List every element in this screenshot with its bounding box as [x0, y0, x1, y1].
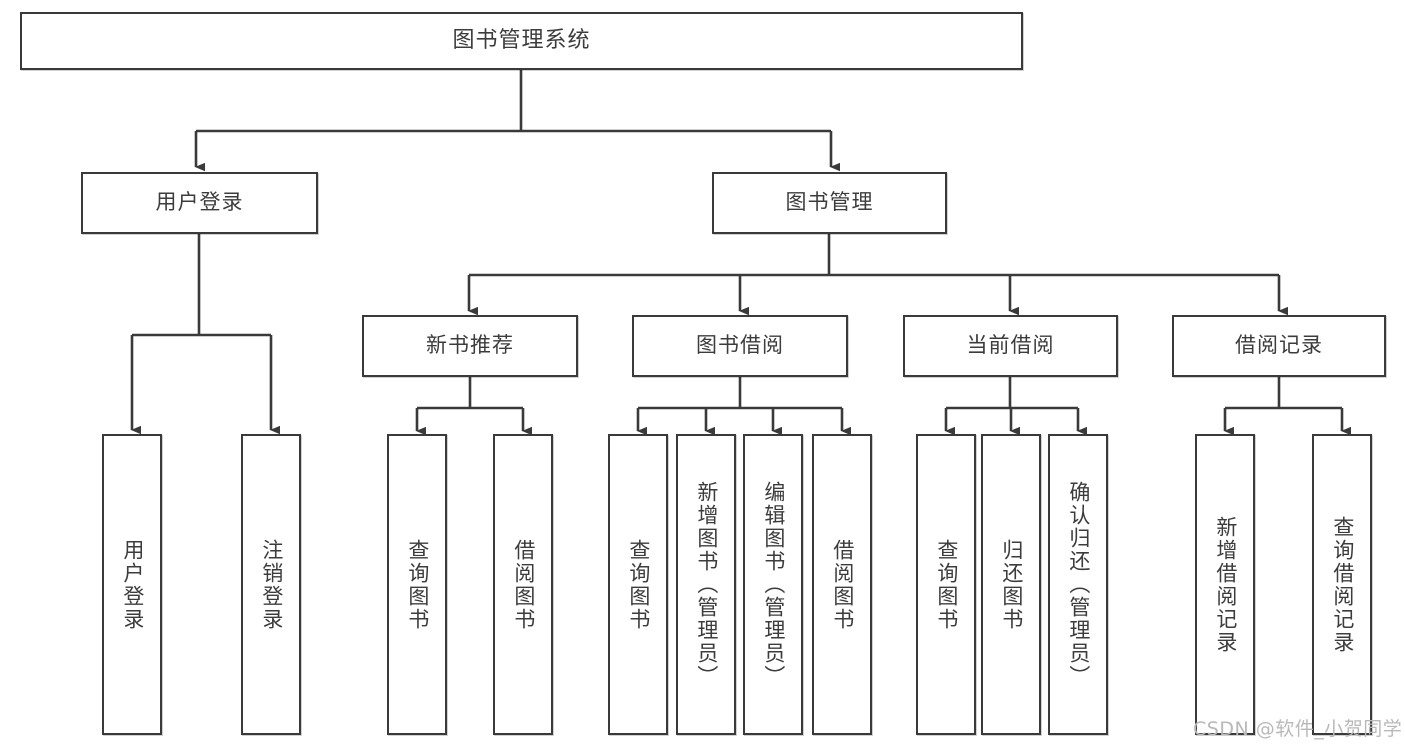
leaf-user-login[interactable]: 用户登录	[102, 434, 162, 735]
node-label: 注销登录	[259, 538, 284, 631]
node-label: 借阅图书	[511, 538, 536, 631]
node-label: 查询借阅记录	[1330, 515, 1355, 654]
node-root-book-management-system[interactable]: 图书管理系统	[20, 12, 1023, 70]
node-label: 图书管理系统	[452, 27, 591, 53]
node-label: 新书推荐	[426, 333, 514, 358]
leaf-query-book-3[interactable]: 查询图书	[916, 434, 976, 735]
node-label: 确认归还（管理员）	[1066, 481, 1091, 688]
node-label: 查询图书	[405, 538, 430, 631]
leaf-add-record[interactable]: 新增借阅记录	[1195, 434, 1255, 735]
leaf-return-book[interactable]: 归还图书	[981, 434, 1041, 735]
leaf-borrow-book-1[interactable]: 借阅图书	[493, 434, 553, 735]
leaf-borrow-book-2[interactable]: 借阅图书	[812, 434, 872, 735]
node-label: 借阅图书	[830, 538, 855, 631]
node-label: 用户登录	[120, 538, 145, 631]
node-label: 查询图书	[934, 538, 959, 631]
leaf-edit-book[interactable]: 编辑图书（管理员）	[743, 434, 803, 735]
node-label: 查询图书	[626, 538, 651, 631]
node-label: 编辑图书（管理员）	[761, 481, 786, 688]
node-label: 归还图书	[999, 538, 1024, 631]
node-book-management[interactable]: 图书管理	[712, 172, 947, 234]
leaf-query-book-1[interactable]: 查询图书	[387, 434, 447, 735]
leaf-query-book-2[interactable]: 查询图书	[608, 434, 668, 735]
leaf-query-record[interactable]: 查询借阅记录	[1312, 434, 1372, 735]
node-borrow-record[interactable]: 借阅记录	[1172, 315, 1386, 377]
node-label: 新增借阅记录	[1213, 515, 1238, 654]
leaf-user-logout[interactable]: 注销登录	[241, 434, 301, 735]
node-user-login[interactable]: 用户登录	[81, 172, 318, 234]
node-book-borrow[interactable]: 图书借阅	[632, 315, 848, 377]
node-label: 当前借阅	[966, 333, 1055, 358]
node-current-borrow[interactable]: 当前借阅	[903, 315, 1118, 377]
node-label: 图书借阅	[696, 333, 784, 358]
node-label: 借阅记录	[1235, 333, 1323, 358]
csdn-watermark: CSDN @软件_小贺同学	[1193, 718, 1403, 740]
node-label: 用户登录	[155, 190, 244, 215]
leaf-confirm-return[interactable]: 确认归还（管理员）	[1048, 434, 1108, 735]
node-label: 图书管理	[785, 190, 874, 215]
leaf-add-book[interactable]: 新增图书（管理员）	[676, 434, 736, 735]
node-label: 新增图书（管理员）	[694, 481, 719, 688]
node-new-book-recommend[interactable]: 新书推荐	[362, 315, 578, 377]
